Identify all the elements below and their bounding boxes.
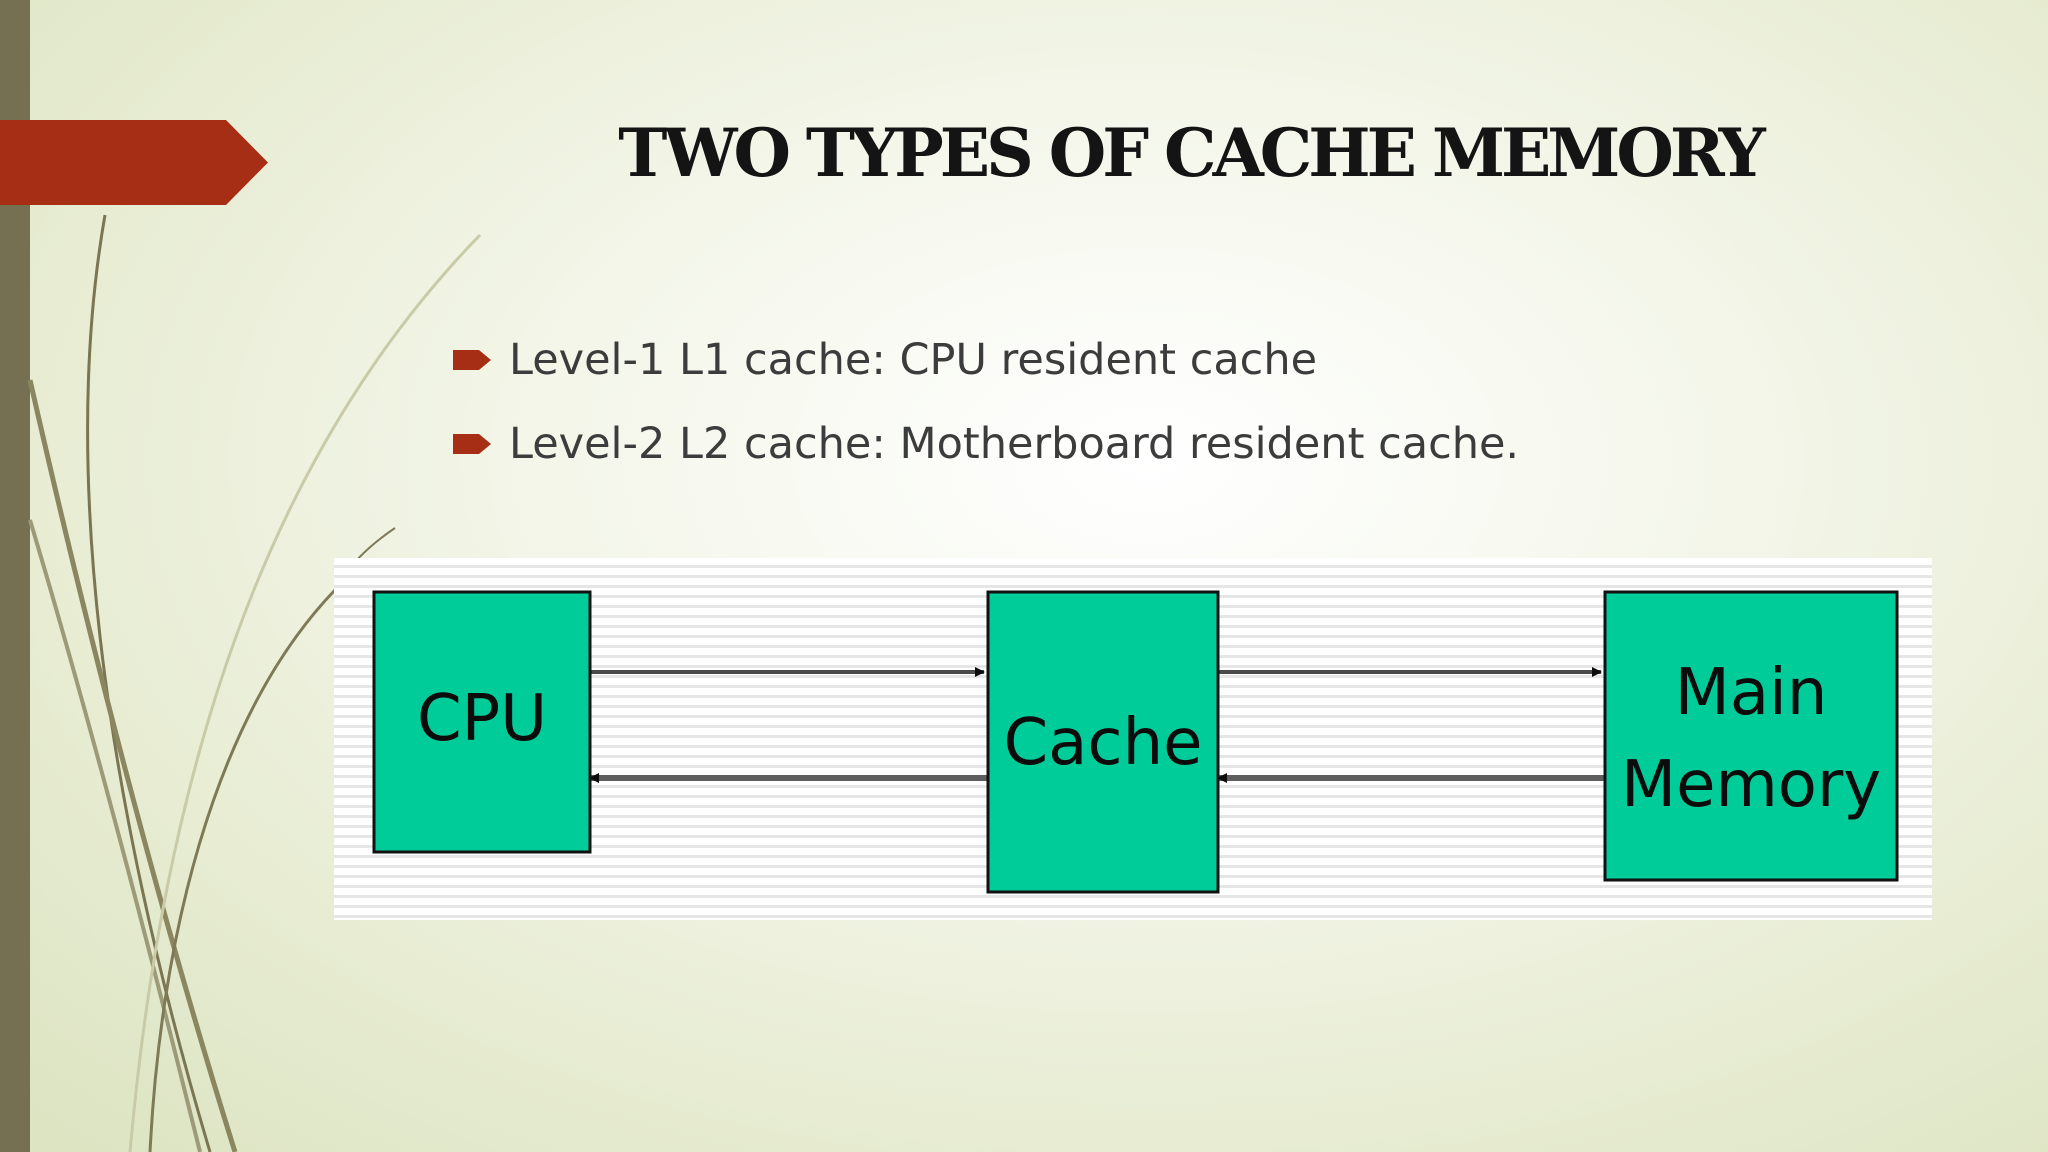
decorative-swoosh xyxy=(27,214,482,1152)
cpu-box xyxy=(372,590,592,854)
title-accent-tab xyxy=(0,120,268,205)
bullet-text: Level-1 L1 cache: CPU resident cache xyxy=(509,335,1318,385)
node-cache: Cache xyxy=(986,590,1220,894)
slide-title: TWO TYPES OF CACHE MEMORY xyxy=(618,114,1766,192)
main-memory-label-line1: Main xyxy=(1675,656,1828,730)
cache-diagram: CPU Cache Main Memory xyxy=(334,558,1932,920)
node-main-memory: Main Memory xyxy=(1603,590,1899,882)
bullet-text: Level-2 L2 cache: Motherboard resident c… xyxy=(509,419,1520,469)
cache-diagram-canvas: CPU Cache Main Memory xyxy=(372,590,1899,894)
cpu-label: CPU xyxy=(417,682,547,756)
main-memory-label-line2: Memory xyxy=(1621,748,1881,822)
arrow-bullet-icon xyxy=(453,434,491,454)
bullet-item: Level-2 L2 cache: Motherboard resident c… xyxy=(453,416,1519,500)
diagram-edges xyxy=(589,667,1605,783)
arrow-bullet-icon xyxy=(453,350,491,370)
bullet-list: Level-1 L1 cache: CPU resident cache Lev… xyxy=(453,332,1519,500)
node-cpu: CPU xyxy=(372,590,592,854)
cache-box xyxy=(986,590,1220,894)
cache-label: Cache xyxy=(1003,706,1202,780)
bullet-item: Level-1 L1 cache: CPU resident cache xyxy=(453,332,1519,416)
main-memory-box xyxy=(1603,590,1899,882)
